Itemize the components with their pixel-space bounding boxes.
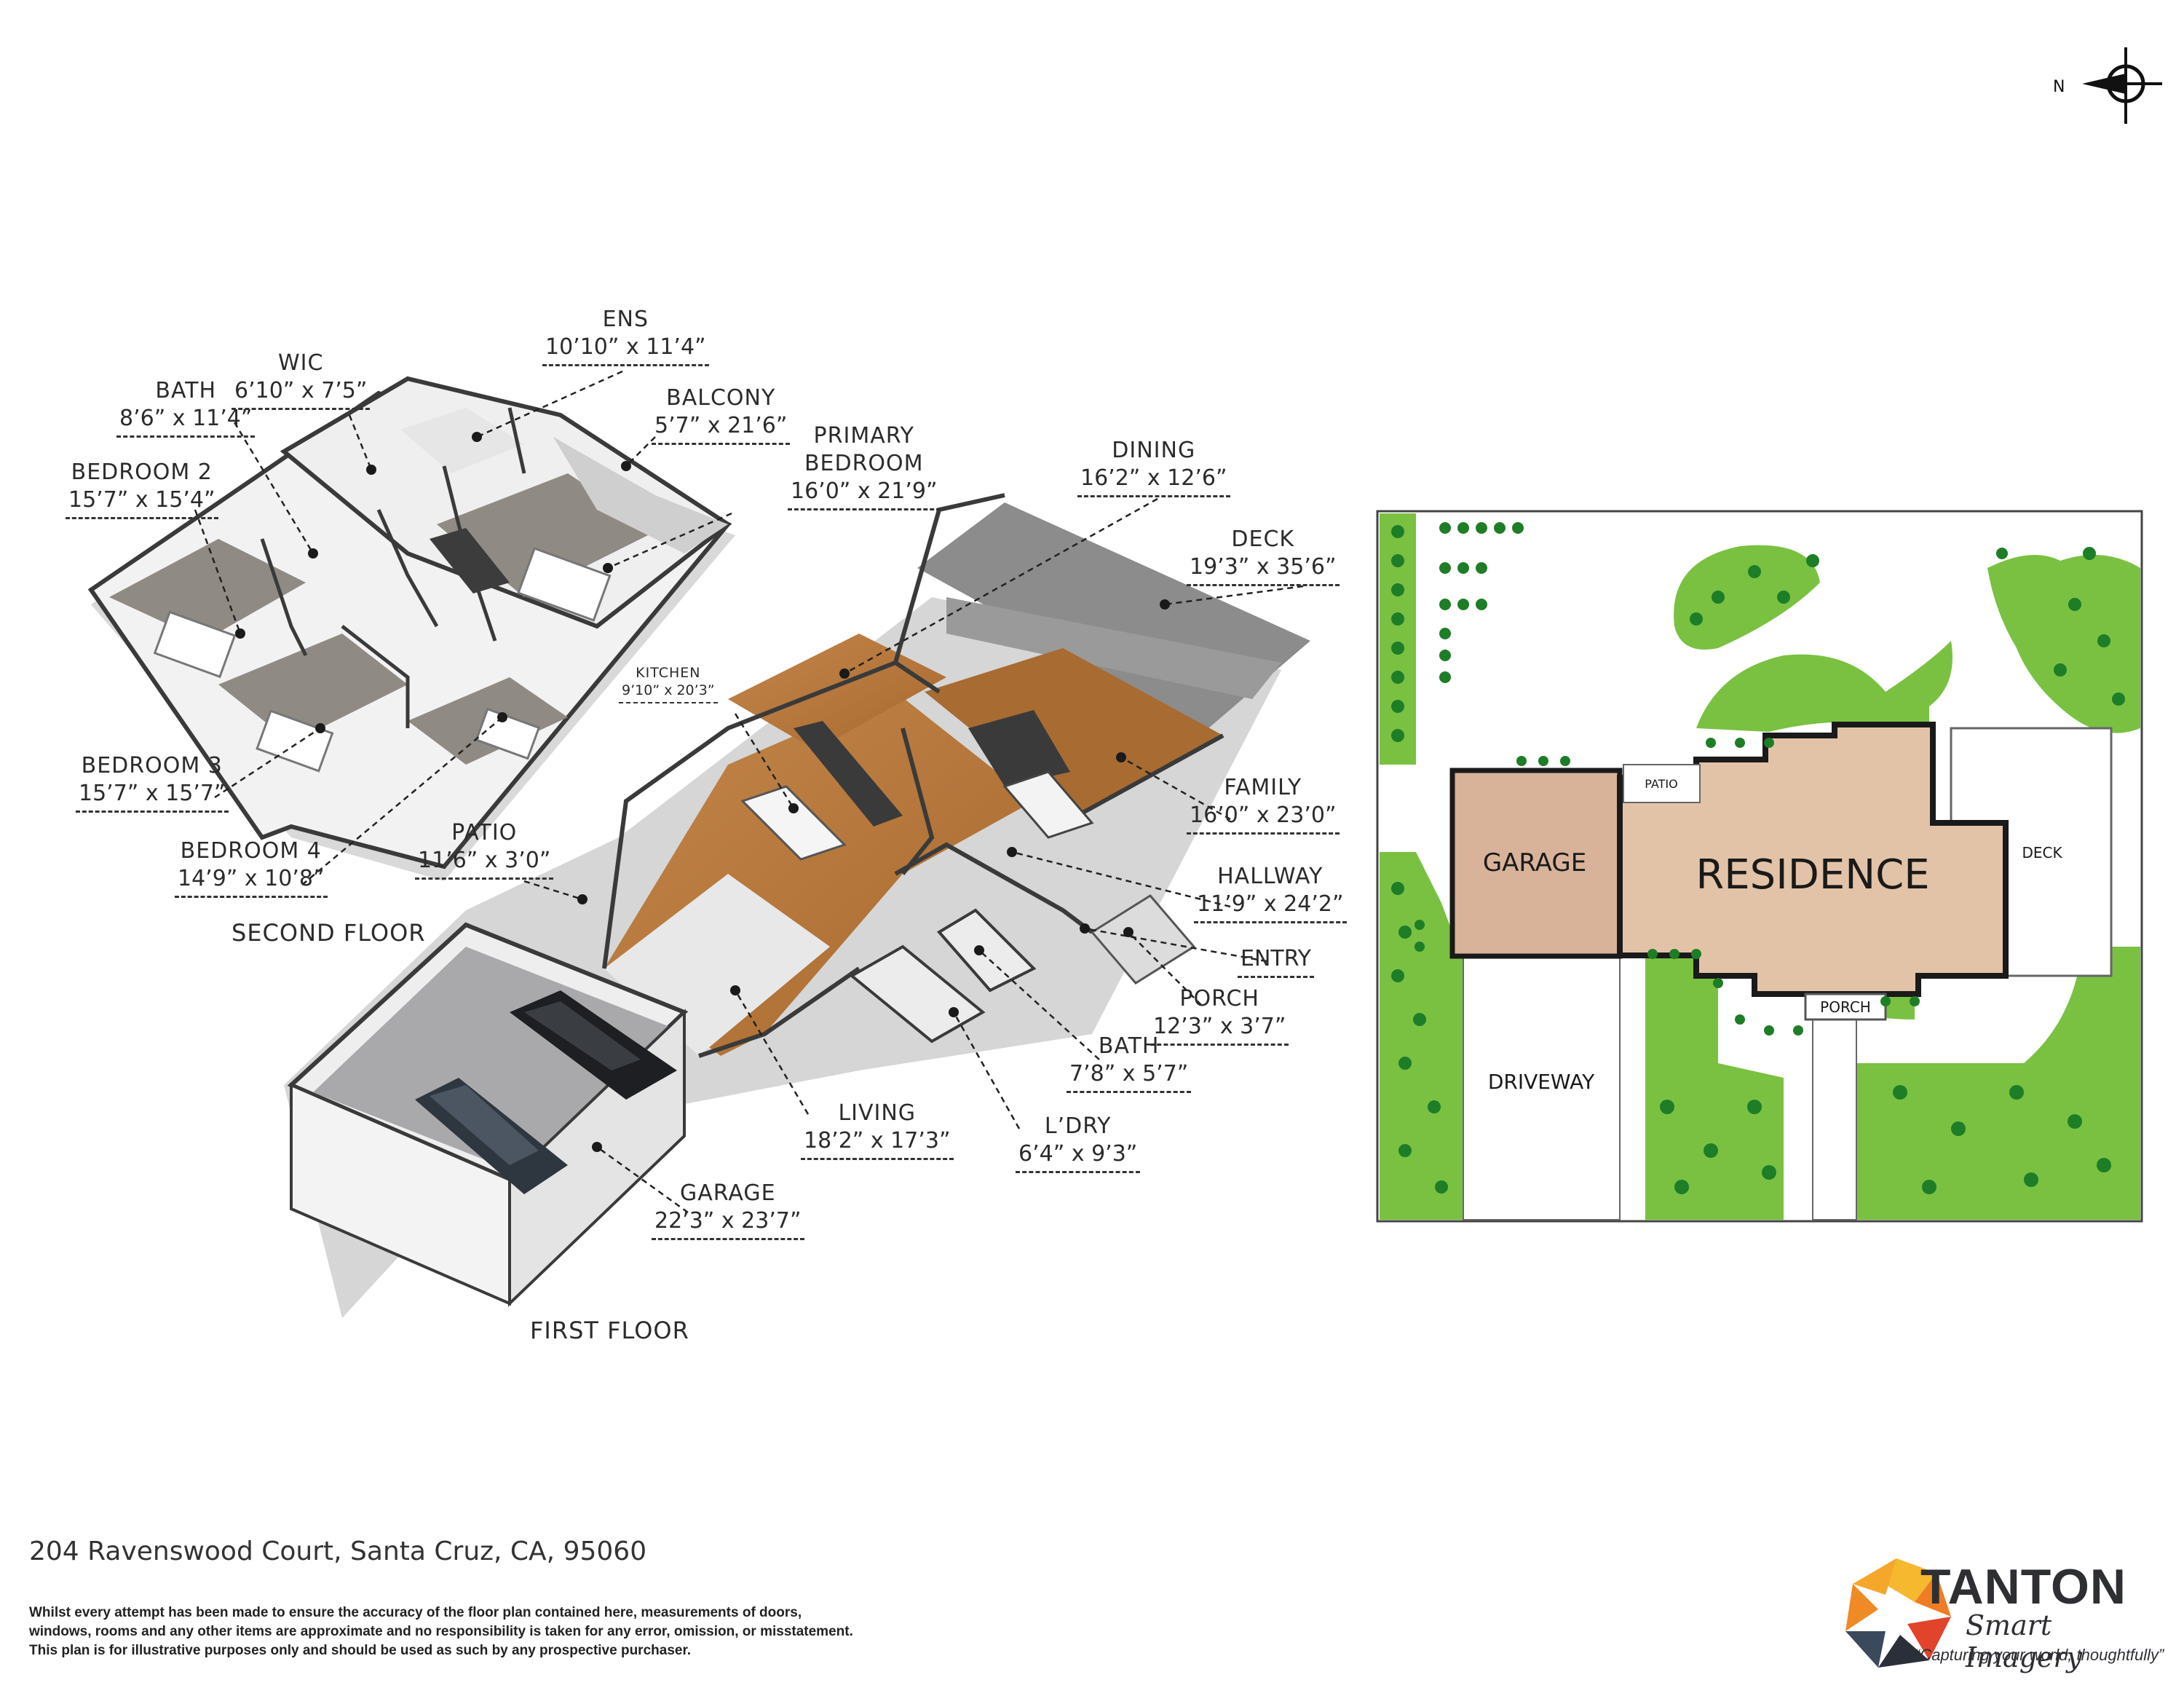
- room-name: BEDROOM 4: [180, 838, 322, 864]
- stanton-logo: TANTON Smart Imagery “Capturing your wor…: [1835, 1551, 2169, 1675]
- site-garage-label: GARAGE: [1483, 848, 1586, 877]
- site-patio-label: PATIO: [1645, 777, 1677, 791]
- room-name: BALCONY: [666, 385, 776, 411]
- room-label-wic: WIC 6’10” x 7’5”: [232, 350, 371, 410]
- room-label-hallway: HALLWAY 11’9” x 24’2”: [1194, 863, 1347, 923]
- logo-brand-text: TANTON: [1920, 1559, 2127, 1614]
- site-deck-label: DECK: [2022, 844, 2062, 861]
- room-label-garage: GARAGE 22’3” x 23’7”: [652, 1180, 804, 1240]
- garage-cars: [415, 990, 677, 1194]
- site-residence-label: RESIDENCE: [1696, 851, 1929, 899]
- room-name: PORCH: [1179, 986, 1259, 1011]
- room-name: LIVING: [838, 1100, 917, 1126]
- compass: N: [2053, 47, 2162, 124]
- room-label-ens: ENS 10’10” x 11’4”: [542, 306, 709, 366]
- room-name: ENS: [602, 307, 649, 332]
- room-label-family: FAMILY 16’0” x 23’0”: [1187, 774, 1340, 835]
- room-dims: 11’9” x 24’2”: [1194, 891, 1347, 923]
- room-dims: 16’0” x 21’9”: [788, 478, 941, 510]
- room-name-line-1: PRIMARY: [813, 423, 914, 449]
- room-name: FAMILY: [1224, 775, 1302, 800]
- room-dims: 16’0” x 23’0”: [1187, 802, 1340, 835]
- room-label-bedroom-2: BEDROOM 2 15’7” x 15’4”: [66, 459, 218, 519]
- room-dims: 5’7” x 21’6”: [652, 412, 791, 445]
- property-address: 204 Ravenswood Court, Santa Cruz, CA, 95…: [29, 1537, 647, 1566]
- room-dims: 15’7” x 15’7”: [76, 780, 229, 813]
- site-plan: GARAGE RESIDENCE PATIO DECK PORCH DRIVEW…: [1376, 510, 2143, 1223]
- room-dims: 18’2” x 17’3”: [801, 1127, 954, 1160]
- room-dims: 22’3” x 23’7”: [652, 1207, 804, 1240]
- first-floor-title: FIRST FLOOR: [530, 1317, 689, 1344]
- first-floor-model: [284, 493, 1310, 1318]
- room-dims: 7’8” x 5’7”: [1067, 1060, 1192, 1093]
- room-dims: 10’10” x 11’4”: [542, 334, 709, 366]
- room-label-patio: PATIO 11’6” x 3’0”: [415, 819, 554, 880]
- room-name: DECK: [1231, 526, 1295, 552]
- room-label-laundry: L’DRY 6’4” x 9’3”: [1016, 1113, 1141, 1173]
- room-name: WIC: [277, 350, 324, 376]
- room-name: ENTRY: [1238, 945, 1314, 978]
- room-label-primary-bedroom: PRIMARY BEDROOM 16’0” x 21’9”: [788, 422, 941, 510]
- room-name: L’DRY: [1044, 1113, 1112, 1139]
- disclaimer-line: windows, rooms and any other items are a…: [29, 1624, 853, 1639]
- room-dims: 9’10” x 20’3”: [619, 682, 718, 703]
- room-dims: 16’2” x 12’6”: [1077, 465, 1230, 497]
- logo-tagline: “Capturing your world, thoughtfully”: [1915, 1646, 2164, 1664]
- disclaimer: Whilst every attempt has been made to en…: [29, 1604, 976, 1660]
- room-label-bedroom-4: BEDROOM 4 14’9” x 10’8”: [175, 837, 328, 898]
- room-name-line-2: BEDROOM: [804, 451, 924, 476]
- room-dims: 14’9” x 10’8”: [175, 865, 328, 898]
- room-label-bath-first: BATH 7’8” x 5’7”: [1067, 1033, 1192, 1093]
- room-name: HALLWAY: [1217, 864, 1324, 889]
- room-name: BEDROOM 2: [71, 460, 213, 485]
- room-label-living: LIVING 18’2” x 17’3”: [801, 1100, 954, 1160]
- aperture-logo-icon: [1845, 1558, 1951, 1668]
- room-dims: 8’6” x 11’4”: [116, 405, 256, 438]
- room-name: DINING: [1112, 438, 1196, 463]
- room-dims: 11’6” x 3’0”: [415, 847, 554, 880]
- north-arrow-icon: [2082, 74, 2126, 94]
- room-label-balcony: BALCONY 5’7” x 21’6”: [652, 384, 791, 445]
- room-label-entry: ENTRY: [1238, 945, 1314, 978]
- room-label-dining: DINING 16’2” x 12’6”: [1077, 437, 1230, 497]
- room-name: BEDROOM 3: [81, 753, 223, 778]
- room-name: BATH: [155, 378, 217, 403]
- isometric-floor-plan: [87, 370, 1310, 1318]
- room-label-bath-second: BATH 8’6” x 11’4”: [116, 377, 256, 438]
- leader-dots: [235, 432, 1170, 1152]
- logo-subtitle: Smart Imagery: [1966, 1609, 2083, 1673]
- site-porch-label: PORCH: [1820, 998, 1871, 1016]
- room-dims: 12’3” x 3’7”: [1150, 1013, 1289, 1046]
- room-name: PATIO: [451, 820, 518, 845]
- disclaimer-line: This plan is for illustrative purposes o…: [29, 1643, 692, 1658]
- room-dims: 6’4” x 9’3”: [1016, 1140, 1141, 1173]
- room-name: BATH: [1098, 1033, 1160, 1059]
- room-dims: 19’3” x 35’6”: [1187, 553, 1340, 586]
- disclaimer-line: Whilst every attempt has been made to en…: [29, 1605, 802, 1620]
- room-label-porch: PORCH 12’3” x 3’7”: [1150, 985, 1289, 1046]
- room-label-deck: DECK 19’3” x 35’6”: [1187, 526, 1340, 586]
- room-dims: 6’10” x 7’5”: [232, 377, 371, 410]
- room-dims: 15’7” x 15’4”: [66, 486, 218, 519]
- leader-lines: [194, 370, 1304, 1214]
- room-name: GARAGE: [679, 1180, 776, 1206]
- room-label-kitchen: KITCHEN 9’10” x 20’3”: [619, 664, 718, 703]
- room-name: KITCHEN: [636, 665, 701, 681]
- compass-north-label: N: [2053, 78, 2065, 96]
- second-floor-title: SECOND FLOOR: [232, 919, 426, 947]
- room-label-bedroom-3: BEDROOM 3 15’7” x 15’7”: [76, 752, 229, 813]
- site-driveway-label: DRIVEWAY: [1488, 1070, 1595, 1094]
- trees: [1391, 522, 2125, 1194]
